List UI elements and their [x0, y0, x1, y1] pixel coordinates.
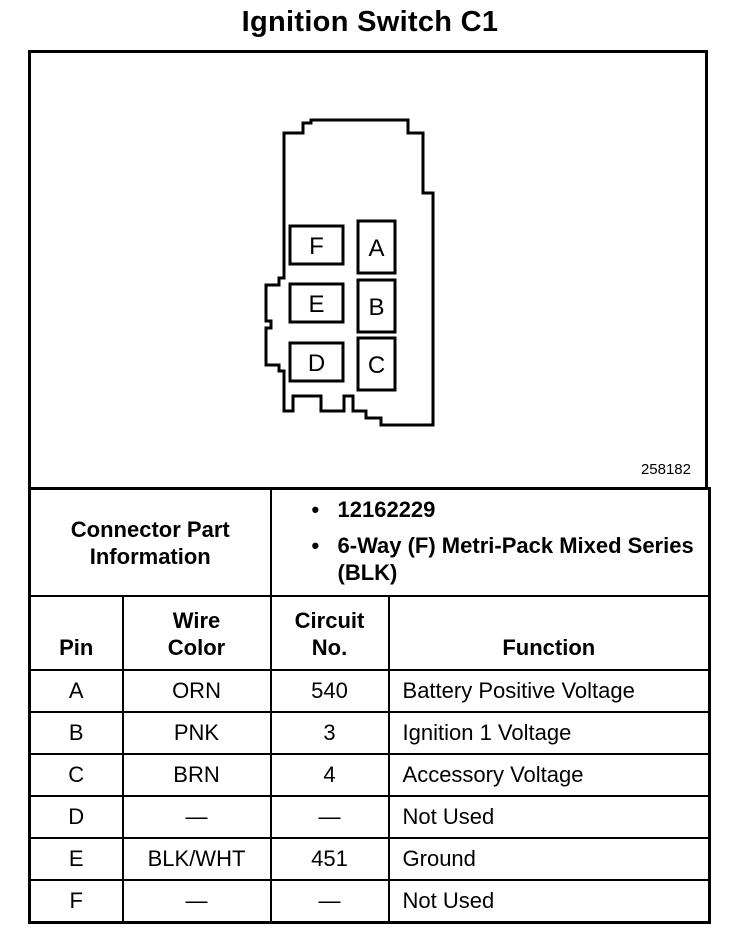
circuit-cell: — [269, 795, 390, 839]
cavity-d: D [288, 341, 345, 383]
wire-color-cell: BRN [121, 753, 272, 797]
function-cell: Ignition 1 Voltage [387, 711, 711, 755]
pin-cell: C [28, 753, 124, 797]
cavity-f-label: F [309, 233, 324, 260]
cavity-a: A [356, 219, 397, 275]
table-row: B PNK 3 Ignition 1 Voltage [28, 711, 711, 755]
wire-color-cell: PNK [121, 711, 272, 755]
wire-color-cell: ORN [121, 669, 272, 713]
cavity-b: B [356, 278, 397, 334]
connector-info-row: Connector Part Information 12162229 6-Wa… [28, 487, 711, 597]
wire-color-cell: — [121, 795, 272, 839]
connector-info-list: 12162229 6-Way (F) Metri-Pack Mixed Seri… [269, 487, 711, 597]
column-header-function: Function [387, 595, 711, 671]
circuit-cell: 451 [269, 837, 390, 881]
pin-cell: A [28, 669, 124, 713]
cavity-e-label: E [308, 291, 324, 318]
column-header-circuit: Circuit No. [269, 595, 390, 671]
cavity-f: F [288, 224, 345, 266]
connector-face-drawing: F A E B D C [264, 118, 435, 427]
cavity-c: C [356, 336, 397, 392]
connector-diagram-panel: F A E B D C 258182 [28, 50, 708, 488]
circuit-cell: 540 [269, 669, 390, 713]
table-row: A ORN 540 Battery Positive Voltage [28, 669, 711, 713]
cavity-e: E [288, 282, 345, 324]
function-cell: Not Used [387, 879, 711, 924]
table-row: E BLK/WHT 451 Ground [28, 837, 711, 881]
table-row: D — — Not Used [28, 795, 711, 839]
page-title: Ignition Switch C1 [241, 6, 499, 38]
circuit-cell: 4 [269, 753, 390, 797]
pin-cell: F [28, 879, 124, 924]
table-row: F — — Not Used [28, 879, 711, 924]
cavity-d-label: D [308, 350, 325, 377]
cavity-a-label: A [368, 235, 384, 262]
function-cell: Not Used [387, 795, 711, 839]
column-header-wire-color: Wire Color [121, 595, 272, 671]
connector-description: 6-Way (F) Metri-Pack Mixed Series (BLK) [312, 532, 709, 586]
circuit-cell: 3 [269, 711, 390, 755]
cavity-c-label: C [368, 352, 385, 379]
wire-color-cell: — [121, 879, 272, 924]
pin-cell: B [28, 711, 124, 755]
table-row: C BRN 4 Accessory Voltage [28, 753, 711, 797]
connector-info-label-line2: Information [89, 543, 211, 569]
column-header-pin: Pin [28, 595, 124, 671]
connector-housing-outline [264, 118, 435, 427]
connector-part-number: 12162229 [312, 496, 709, 523]
function-cell: Battery Positive Voltage [387, 669, 711, 713]
pin-cell: D [28, 795, 124, 839]
pin-cell: E [28, 837, 124, 881]
table-header-row: Pin Wire Color Circuit No. Function [28, 595, 711, 671]
wire-color-cell: BLK/WHT [121, 837, 272, 881]
circuit-cell: — [269, 879, 390, 924]
cavity-b-label: B [368, 294, 384, 321]
function-cell: Accessory Voltage [387, 753, 711, 797]
diagram-id-number: 258182 [640, 461, 691, 478]
pinout-table: Connector Part Information 12162229 6-Wa… [28, 487, 712, 924]
function-cell: Ground [387, 837, 711, 881]
connector-info-label-line1: Connector Part [70, 516, 230, 542]
connector-info-label: Connector Part Information [28, 487, 272, 597]
